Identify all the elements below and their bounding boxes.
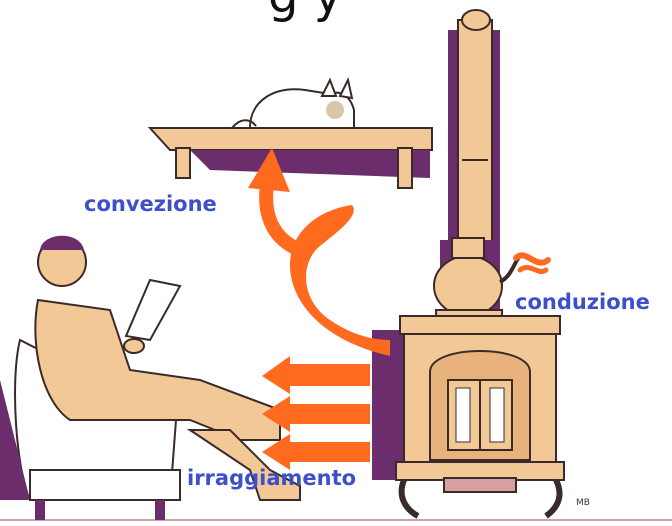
radiation-label: irraggiamento xyxy=(187,466,356,490)
wall-shelf xyxy=(150,128,432,188)
radiation-arrows xyxy=(262,356,370,470)
conduction-steam xyxy=(516,255,548,271)
convection-label: convezione xyxy=(84,192,217,216)
stove xyxy=(372,316,564,516)
kettle xyxy=(434,238,520,318)
cat xyxy=(232,80,354,128)
convection-arrow xyxy=(248,148,390,356)
conduction-label: conduzione xyxy=(515,290,650,314)
artist-signature: MB xyxy=(576,498,590,508)
